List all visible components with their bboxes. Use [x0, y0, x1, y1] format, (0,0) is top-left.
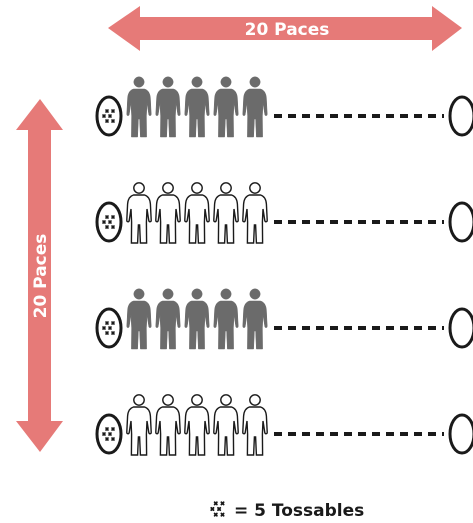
legend: = 5 Tossables [210, 501, 364, 521]
player-filled-icon [184, 288, 210, 350]
bucket-icon [95, 413, 123, 455]
player-filled-icon [155, 288, 181, 350]
bucket-icon [95, 201, 123, 243]
team-row [95, 394, 473, 456]
player-outline-icon [242, 394, 268, 456]
horizontal-distance-arrow: 20 Paces [108, 6, 462, 51]
player-filled-icon [126, 288, 152, 350]
player-outline-icon [184, 394, 210, 456]
legend-text: = 5 Tossables [234, 501, 364, 521]
tossables-icon [102, 215, 115, 229]
target-icon [448, 95, 473, 137]
player-outline-icon [213, 394, 239, 456]
target-icon [448, 413, 473, 455]
player-filled-icon [242, 76, 268, 138]
player-outline-icon [155, 394, 181, 456]
player-outline-icon [242, 182, 268, 244]
player-filled-icon [155, 76, 181, 138]
bucket-icon [95, 95, 123, 137]
player-outline-icon [126, 394, 152, 456]
tossables-icon [102, 321, 115, 335]
player-filled-icon [213, 76, 239, 138]
player-filled-icon [213, 288, 239, 350]
team-row [95, 182, 473, 244]
player-outline-icon [155, 182, 181, 244]
tossables-icon [102, 109, 115, 123]
tossables-icon [210, 501, 225, 517]
target-icon [448, 201, 473, 243]
player-filled-icon [126, 76, 152, 138]
bucket-icon [95, 307, 123, 349]
tossables-icon [102, 427, 115, 441]
horizontal-arrow-label: 20 Paces [245, 20, 330, 40]
team-row [95, 76, 473, 138]
vertical-arrow-label: 20 Paces [31, 234, 51, 319]
vertical-distance-arrow: 20 Paces [16, 99, 63, 452]
player-outline-icon [213, 182, 239, 244]
team-rows [95, 76, 473, 456]
player-filled-icon [242, 288, 268, 350]
player-filled-icon [184, 76, 210, 138]
target-icon [448, 307, 473, 349]
player-outline-icon [126, 182, 152, 244]
player-outline-icon [184, 182, 210, 244]
team-row [95, 288, 473, 350]
